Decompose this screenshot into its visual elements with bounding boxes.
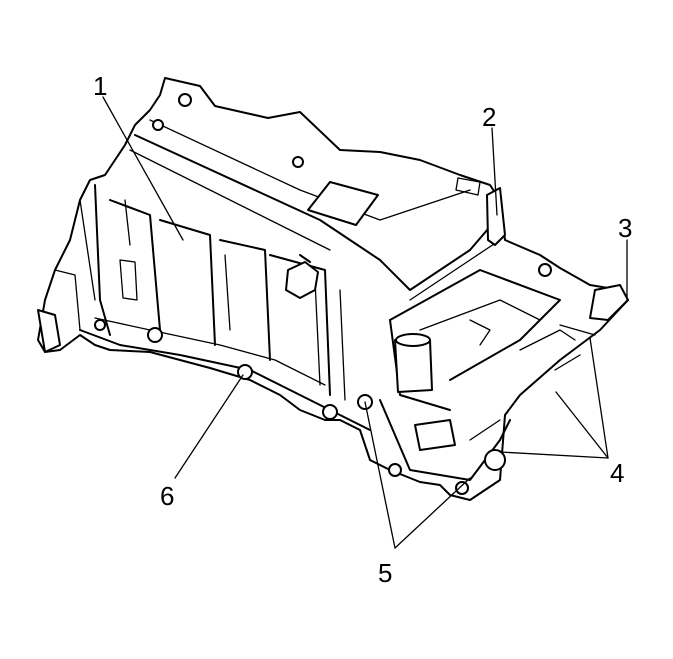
callout-4: 4 xyxy=(610,458,624,488)
callout-5: 5 xyxy=(378,558,392,588)
callout-3: 3 xyxy=(618,213,632,243)
oil-pan-illustration xyxy=(37,77,629,501)
callout-6: 6 xyxy=(160,481,174,511)
callout-2: 2 xyxy=(482,102,496,132)
leader-lines xyxy=(102,96,628,549)
callout-1: 1 xyxy=(93,71,107,101)
callout-labels: 1 2 3 4 5 6 xyxy=(93,71,632,588)
